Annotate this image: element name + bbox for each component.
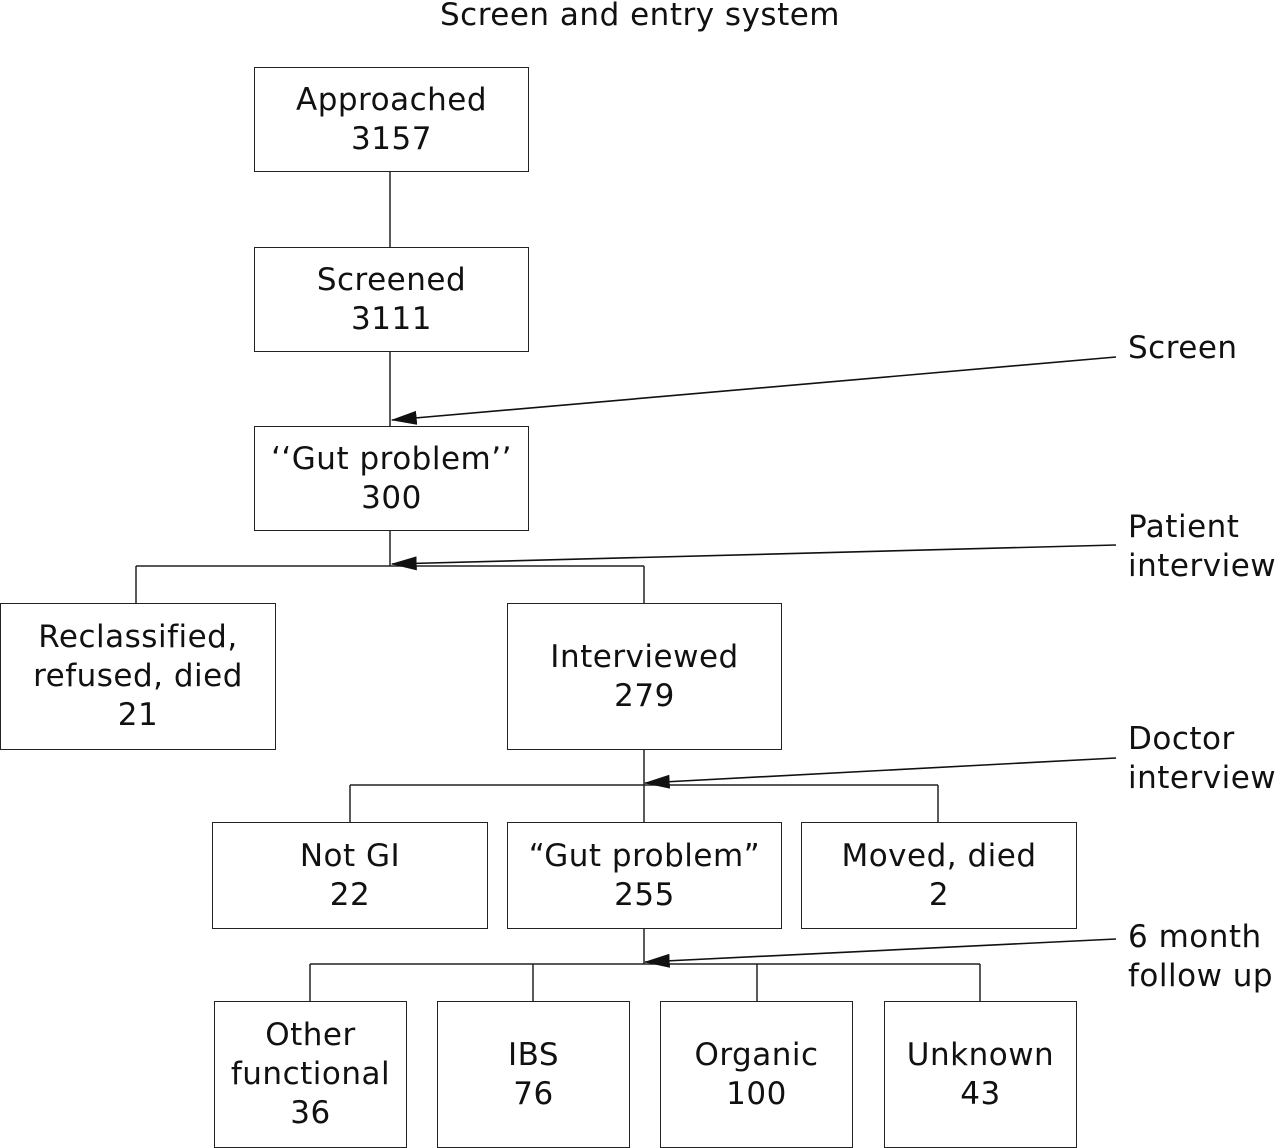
node-ibs: IBS 76 <box>437 1001 630 1148</box>
node-moved-died-label: Moved, died <box>841 837 1037 874</box>
stage-label-patient-interview-line2: interview <box>1128 548 1277 584</box>
node-reclassified-label-line2: refused, died <box>33 658 243 694</box>
node-other-functional-label-line2: functional <box>230 1056 391 1092</box>
node-organic: Organic 100 <box>660 1001 853 1148</box>
node-screened-count: 3111 <box>351 300 432 337</box>
node-organic-count: 100 <box>726 1075 787 1112</box>
node-ibs-label: IBS <box>507 1036 560 1073</box>
node-reclassified: Reclassified, refused, died 21 <box>0 603 276 750</box>
arrow-patient-interview <box>390 544 1117 571</box>
node-organic-label: Organic <box>694 1036 819 1073</box>
node-ibs-count: 76 <box>513 1075 554 1112</box>
node-gut-problem-screen: ‘‘Gut problem’’ 300 <box>254 426 529 531</box>
arrow-doctor-interview <box>643 757 1117 789</box>
node-moved-died-count: 2 <box>928 876 950 913</box>
stage-label-screen-line1: Screen <box>1128 330 1238 366</box>
arrow-follow-up <box>643 938 1117 968</box>
diagram-title: Screen and entry system <box>440 0 840 33</box>
node-approached-label: Approached <box>295 81 488 118</box>
node-interviewed: Interviewed 279 <box>507 603 782 750</box>
node-not-gi: Not GI 22 <box>212 822 488 929</box>
node-not-gi-label: Not GI <box>299 837 401 874</box>
node-gut-problem-screen-label: ‘‘Gut problem’’ <box>271 440 512 477</box>
stage-label-patient-interview: Patient interview <box>1128 508 1276 586</box>
node-gut-problem-doctor: “Gut problem” 255 <box>507 822 782 929</box>
arrow-screen <box>390 356 1117 425</box>
node-unknown-count: 43 <box>960 1075 1001 1112</box>
node-gut-problem-doctor-count: 255 <box>614 876 675 913</box>
node-not-gi-count: 22 <box>329 876 371 913</box>
stage-label-follow-up-line1: 6 month <box>1128 919 1262 955</box>
stage-label-patient-interview-line1: Patient <box>1128 509 1240 545</box>
node-unknown-label: Unknown <box>906 1036 1055 1073</box>
node-approached-count: 3157 <box>351 120 432 157</box>
node-interviewed-label: Interviewed <box>550 638 739 675</box>
node-other-functional-count: 36 <box>290 1095 331 1131</box>
node-other-functional-label-line1: Other <box>265 1017 356 1053</box>
stage-label-follow-up: 6 month follow up <box>1128 918 1273 996</box>
stage-label-screen: Screen <box>1128 329 1238 368</box>
stage-label-follow-up-line2: follow up <box>1128 958 1274 994</box>
node-gut-problem-screen-count: 300 <box>361 479 422 516</box>
node-unknown: Unknown 43 <box>884 1001 1077 1148</box>
stage-label-doctor-interview: Doctor interview <box>1128 720 1276 798</box>
node-reclassified-label-line1: Reclassified, <box>38 619 238 655</box>
stage-label-doctor-interview-line2: interview <box>1128 760 1277 796</box>
node-other-functional: Other functional 36 <box>214 1001 407 1148</box>
node-approached: Approached 3157 <box>254 67 529 172</box>
node-interviewed-count: 279 <box>614 677 675 714</box>
node-reclassified-count: 21 <box>117 697 159 733</box>
stage-label-doctor-interview-line1: Doctor <box>1128 721 1235 757</box>
node-gut-problem-doctor-label: “Gut problem” <box>528 837 761 874</box>
node-screened: Screened 3111 <box>254 247 529 352</box>
node-screened-label: Screened <box>316 261 467 298</box>
node-moved-died: Moved, died 2 <box>801 822 1077 929</box>
